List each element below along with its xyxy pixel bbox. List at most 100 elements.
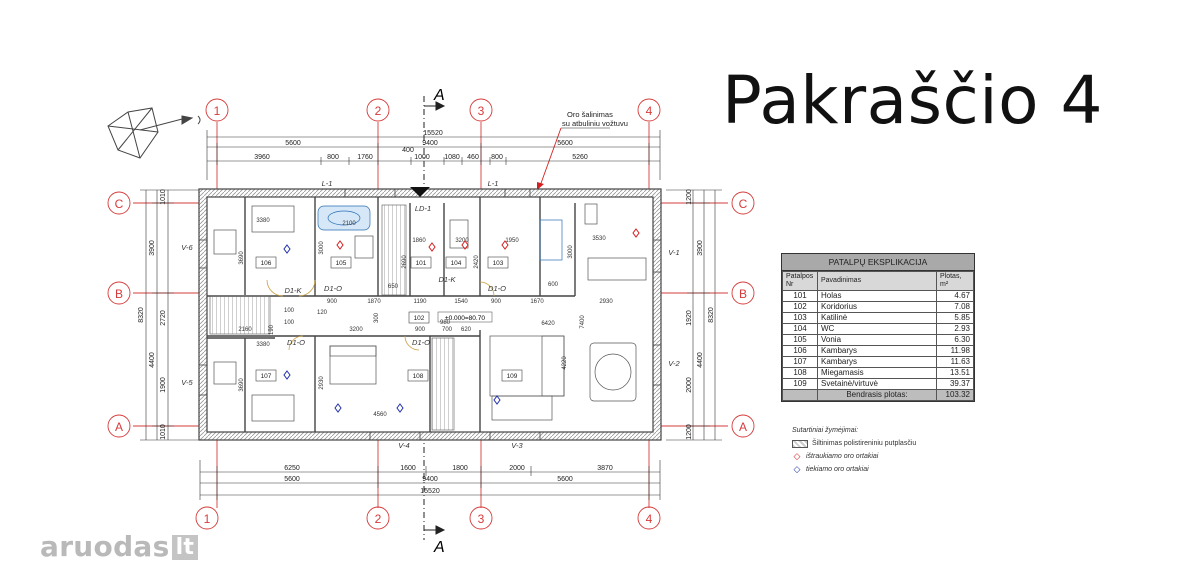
svg-text:1600: 1600 bbox=[400, 465, 416, 472]
room-labels: 106 105 101 104 103 102 107 108 109 bbox=[255, 256, 523, 382]
svg-text:±0.000=80.70: ±0.000=80.70 bbox=[445, 315, 485, 322]
axis-label-row-c-right: C bbox=[739, 197, 748, 211]
interior-dimensions: 3380 3690 2100 3000 1860 3200 1950 2420 … bbox=[238, 218, 613, 418]
svg-text:460: 460 bbox=[467, 154, 479, 161]
svg-text:D1-O: D1-O bbox=[324, 284, 342, 293]
svg-text:V-5: V-5 bbox=[181, 378, 193, 387]
furniture bbox=[213, 203, 647, 422]
svg-text:5600: 5600 bbox=[557, 140, 573, 147]
opening-tags: L-1 L-1 V-6 V-5 V-4 V-3 V-1 V-2 LD-1 D1-… bbox=[181, 179, 680, 450]
axis-label-row-a-right: A bbox=[739, 420, 747, 434]
column-header-name: Pavadinimas bbox=[817, 271, 937, 291]
svg-text:620: 620 bbox=[461, 327, 472, 333]
supply-note: tiekiamo oro ortakiai bbox=[806, 466, 869, 473]
room-schedule-heading: PATALPŲ EKSPLIKACIJA bbox=[782, 254, 974, 271]
svg-text:D1-K: D1-K bbox=[438, 275, 456, 284]
axis-label-col-1: 1 bbox=[214, 104, 221, 118]
svg-text:2690: 2690 bbox=[402, 255, 408, 269]
axis-label-col-3-bottom: 3 bbox=[478, 512, 485, 526]
ventilation-note-line-1: Oro šalinimas bbox=[567, 110, 613, 119]
svg-text:3200: 3200 bbox=[455, 238, 469, 244]
exhaust-note: ištraukiamo oro ortakiai bbox=[806, 453, 879, 460]
svg-text:600: 600 bbox=[548, 282, 559, 288]
svg-text:1860: 1860 bbox=[412, 238, 426, 244]
svg-text:L-1: L-1 bbox=[488, 179, 499, 188]
svg-text:3000: 3000 bbox=[568, 245, 574, 259]
svg-text:V-6: V-6 bbox=[181, 243, 193, 252]
svg-text:2100: 2100 bbox=[342, 221, 356, 227]
svg-text:2000: 2000 bbox=[509, 465, 525, 472]
svg-text:1200: 1200 bbox=[686, 189, 693, 205]
axis-label-row-c: C bbox=[115, 197, 124, 211]
room-label-109: 109 bbox=[507, 373, 518, 380]
total-label: Bendrasis plotas: bbox=[817, 389, 937, 401]
total-value: 103.32 bbox=[936, 389, 974, 401]
ventilation-note: Oro šalinimas su atbuliniu vožtuvu bbox=[537, 110, 628, 190]
watermark-brand: aruodas bbox=[40, 530, 170, 563]
svg-text:1010: 1010 bbox=[160, 189, 167, 205]
dimension-lines-sides bbox=[140, 189, 722, 441]
svg-text:900: 900 bbox=[327, 299, 338, 305]
dimension-text-right: 1200 3900 8320 1920 4400 2000 1200 bbox=[686, 189, 715, 440]
svg-text:2930: 2930 bbox=[319, 376, 325, 390]
room-label-104: 104 bbox=[451, 260, 462, 267]
room-label-101: 101 bbox=[416, 260, 427, 267]
svg-text:V-1: V-1 bbox=[668, 248, 679, 257]
level-mark: ±0.000=80.70 bbox=[437, 311, 493, 323]
svg-text:1010: 1010 bbox=[160, 424, 167, 440]
dimension-text-bottom: 6250 1600 1800 2000 3870 5600 9400 5600 … bbox=[284, 465, 613, 495]
room-label-108: 108 bbox=[413, 373, 424, 380]
svg-text:7400: 7400 bbox=[580, 315, 586, 329]
insulation-swatch-icon bbox=[792, 439, 808, 448]
svg-text:2930: 2930 bbox=[599, 299, 613, 305]
dimension-text-top: 15520 5600 9400 5600 3960 800 1760 400 1… bbox=[254, 130, 588, 161]
axis-label-row-b: B bbox=[115, 287, 123, 301]
svg-text:100: 100 bbox=[284, 320, 295, 326]
svg-text:V-2: V-2 bbox=[668, 359, 680, 368]
exterior-walls bbox=[198, 188, 662, 441]
svg-text:8320: 8320 bbox=[708, 307, 715, 323]
svg-text:D1-K: D1-K bbox=[284, 286, 302, 295]
svg-text:3200: 3200 bbox=[349, 327, 363, 333]
room-label-106: 106 bbox=[261, 260, 272, 267]
page-title: Pakraščio 4 bbox=[722, 62, 1103, 139]
svg-text:650: 650 bbox=[388, 284, 399, 290]
svg-text:15520: 15520 bbox=[423, 130, 443, 137]
svg-text:1540: 1540 bbox=[454, 299, 468, 305]
svg-text:5600: 5600 bbox=[285, 140, 301, 147]
svg-text:3530: 3530 bbox=[592, 236, 606, 242]
svg-text:9400: 9400 bbox=[422, 476, 438, 483]
dimension-lines-bottom bbox=[199, 460, 661, 500]
room-label-107: 107 bbox=[261, 373, 272, 380]
svg-text:700: 700 bbox=[442, 327, 453, 333]
svg-text:1900: 1900 bbox=[160, 377, 167, 393]
shaft-hatch bbox=[381, 204, 407, 296]
svg-text:1080: 1080 bbox=[444, 154, 460, 161]
door-swings bbox=[266, 279, 495, 351]
svg-text:15520: 15520 bbox=[420, 488, 440, 495]
axis-label-row-a: A bbox=[115, 420, 123, 434]
svg-text:3900: 3900 bbox=[149, 240, 156, 256]
svg-text:980: 980 bbox=[440, 320, 451, 326]
svg-text:1200: 1200 bbox=[686, 424, 693, 440]
entrance-marker-icon bbox=[410, 187, 430, 197]
svg-text:3690: 3690 bbox=[239, 378, 245, 392]
axis-label-col-1-bottom: 1 bbox=[204, 512, 211, 526]
axis-label-col-2: 2 bbox=[375, 104, 382, 118]
room-label-102: 102 bbox=[414, 315, 425, 322]
watermark-tld: lt bbox=[171, 535, 199, 560]
axis-label-row-b-right: B bbox=[739, 287, 747, 301]
svg-text:D1-O: D1-O bbox=[287, 338, 305, 347]
room-schedule-table: PATALPŲ EKSPLIKACIJA Patalpos Nr Pavadin… bbox=[781, 253, 975, 402]
svg-text:3380: 3380 bbox=[256, 218, 270, 224]
dimension-lines-top bbox=[206, 130, 661, 180]
svg-text:3900: 3900 bbox=[697, 240, 704, 256]
svg-text:2420: 2420 bbox=[474, 255, 480, 269]
svg-text:1950: 1950 bbox=[505, 238, 519, 244]
